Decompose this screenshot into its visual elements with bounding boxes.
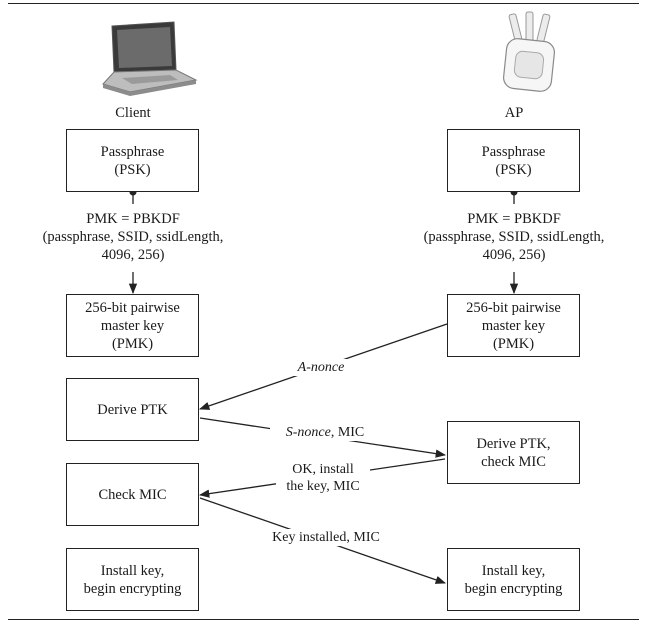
client-check-mic-box: Check MIC [66, 463, 199, 526]
ap-pmk-box: 256-bit pairwise master key (PMK) [447, 294, 580, 357]
access-point-icon [503, 11, 555, 92]
laptop-icon [102, 21, 198, 96]
ok-install-label: OK, install the key, MIC [276, 461, 370, 495]
ap-derive-ptk-box: Derive PTK, check MIC [447, 421, 580, 484]
client-pmk-box: 256-bit pairwise master key (PMK) [66, 294, 199, 357]
bottom-rule [8, 619, 639, 620]
client-install-key-box: Install key, begin encrypting [66, 548, 199, 611]
client-passphrase-box: Passphrase (PSK) [66, 129, 199, 192]
client-pmk-formula: PMK = PBKDF (passphrase, SSID, ssidLengt… [42, 211, 224, 263]
client-derive-ptk-box: Derive PTK [66, 378, 199, 441]
client-label: Client [115, 105, 151, 121]
anonce-label: A-nonce [291, 359, 351, 376]
snonce-label: S-nonce, MIC [270, 424, 380, 441]
ap-install-key-box: Install key, begin encrypting [447, 548, 580, 611]
top-rule [8, 3, 639, 4]
key-installed-label: Key installed, MIC [256, 529, 396, 546]
ap-label: AP [504, 105, 524, 121]
ap-pmk-formula: PMK = PBKDF (passphrase, SSID, ssidLengt… [423, 211, 605, 263]
ap-passphrase-box: Passphrase (PSK) [447, 129, 580, 192]
